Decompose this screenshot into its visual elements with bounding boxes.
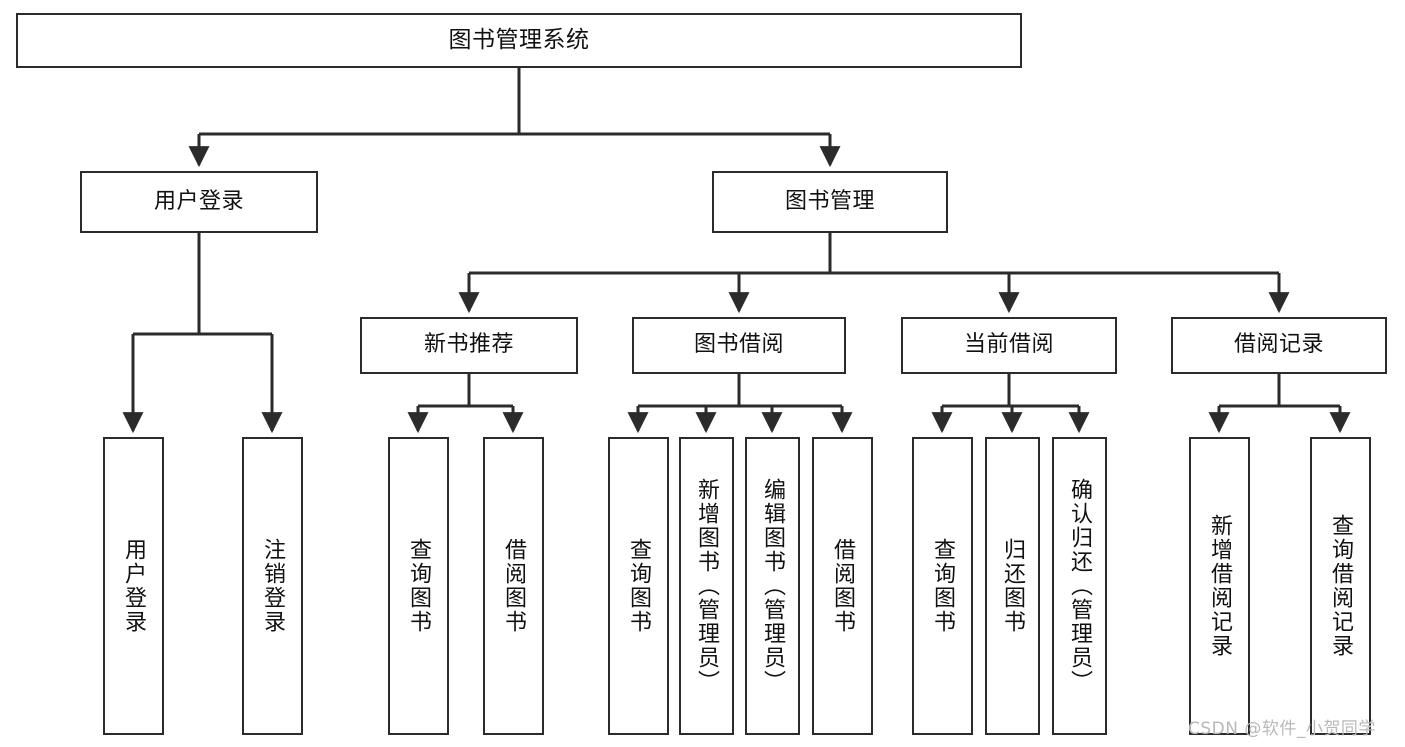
leaf-logout-login-label: 注销登录 xyxy=(260,538,286,634)
leaf-query-book-borrow[interactable]: 查询图书 xyxy=(608,437,669,735)
leaf-edit-book-admin-label: 编辑图书（管理员） xyxy=(760,478,786,694)
leaf-borrow-book-recommend-label: 借阅图书 xyxy=(501,538,527,634)
leaf-borrow-book-borrow-label: 借阅图书 xyxy=(830,538,856,634)
leaf-user-login-label: 用户登录 xyxy=(121,538,147,634)
node-root-system[interactable]: 图书管理系统 xyxy=(16,13,1022,68)
node-book-borrow[interactable]: 图书借阅 xyxy=(632,317,846,374)
leaf-query-borrow-record-label: 查询借阅记录 xyxy=(1328,514,1354,658)
node-borrow-record[interactable]: 借阅记录 xyxy=(1171,317,1387,374)
leaf-confirm-return-admin[interactable]: 确认归还（管理员） xyxy=(1052,437,1107,735)
node-borrow-record-label: 借阅记录 xyxy=(1233,332,1324,358)
node-root-system-label: 图书管理系统 xyxy=(448,26,590,53)
leaf-return-book[interactable]: 归还图书 xyxy=(985,437,1040,735)
leaf-logout-login[interactable]: 注销登录 xyxy=(242,437,303,735)
node-book-manage-label: 图书管理 xyxy=(784,188,875,214)
node-current-borrow[interactable]: 当前借阅 xyxy=(901,317,1117,374)
leaf-user-login[interactable]: 用户登录 xyxy=(103,437,164,735)
leaf-borrow-book-borrow[interactable]: 借阅图书 xyxy=(812,437,873,735)
node-user-login[interactable]: 用户登录 xyxy=(80,171,318,233)
node-current-borrow-label: 当前借阅 xyxy=(963,332,1054,358)
leaf-query-book-recommend[interactable]: 查询图书 xyxy=(388,437,449,735)
leaf-add-borrow-record-label: 新增借阅记录 xyxy=(1207,514,1233,658)
leaf-query-book-borrow-label: 查询图书 xyxy=(626,538,652,634)
leaf-add-book-admin-label: 新增图书（管理员） xyxy=(694,478,720,694)
leaf-edit-book-admin[interactable]: 编辑图书（管理员） xyxy=(745,437,800,735)
node-book-manage[interactable]: 图书管理 xyxy=(712,171,948,233)
leaf-query-borrow-record[interactable]: 查询借阅记录 xyxy=(1310,437,1371,735)
leaf-borrow-book-recommend[interactable]: 借阅图书 xyxy=(483,437,544,735)
leaf-query-book-current-label: 查询图书 xyxy=(930,538,956,634)
leaf-query-book-recommend-label: 查询图书 xyxy=(406,538,432,634)
leaf-query-book-current[interactable]: 查询图书 xyxy=(912,437,973,735)
leaf-add-book-admin[interactable]: 新增图书（管理员） xyxy=(679,437,734,735)
node-new-book-recommend-label: 新书推荐 xyxy=(423,332,514,358)
node-new-book-recommend[interactable]: 新书推荐 xyxy=(360,317,578,374)
leaf-add-borrow-record[interactable]: 新增借阅记录 xyxy=(1189,437,1250,735)
node-user-login-label: 用户登录 xyxy=(153,188,244,214)
leaf-confirm-return-admin-label: 确认归还（管理员） xyxy=(1067,478,1093,694)
leaf-return-book-label: 归还图书 xyxy=(1000,538,1026,634)
node-book-borrow-label: 图书借阅 xyxy=(693,332,784,358)
csdn-watermark: CSDN @软件_小贺同学 xyxy=(1188,719,1376,739)
